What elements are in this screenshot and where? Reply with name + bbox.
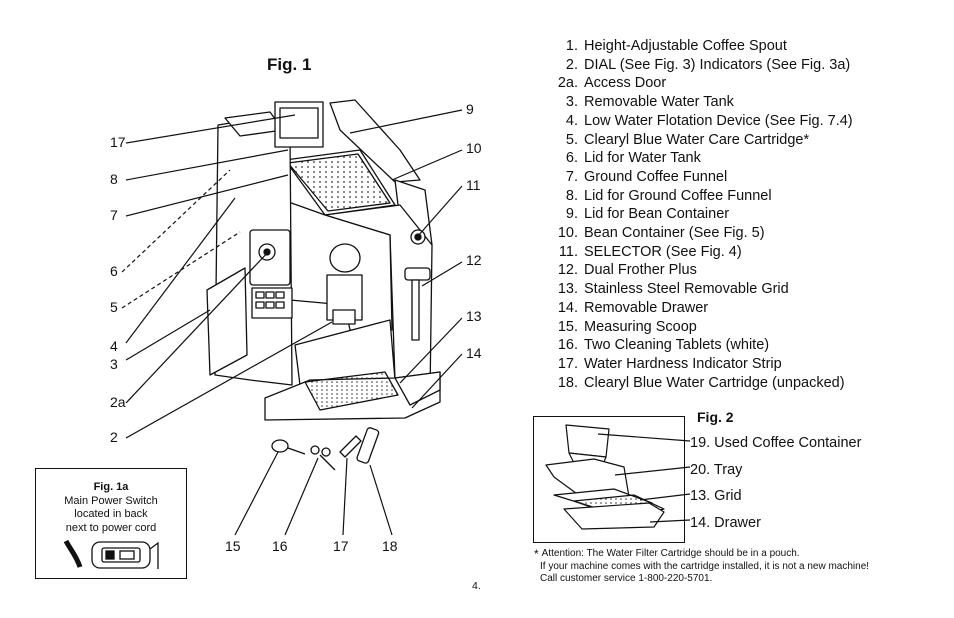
note-line-1: Attention: The Water Filter Cartridge sh…: [541, 548, 800, 559]
callout-15: 15: [225, 538, 241, 554]
callout-16: 16: [272, 538, 288, 554]
list-item: 15.Measuring Scoop: [557, 318, 697, 335]
fig2-item-tray: 20. Tray: [690, 461, 743, 478]
callout-2: 2a: [110, 394, 126, 410]
fig2-item-drawer: 14. Drawer: [690, 514, 761, 531]
attention-note: *Attention: The Water Filter Cartridge s…: [534, 548, 869, 586]
list-item: 11.SELECTOR (See Fig. 4): [558, 243, 742, 260]
callout-4: 5: [110, 299, 118, 315]
list-item: 13.Stainless Steel Removable Grid: [557, 281, 789, 298]
list-item: 18.Clearyl Blue Water Cartridge (unpacke…: [557, 374, 845, 391]
fig1-title: Fig. 1: [267, 55, 312, 74]
list-item: 7.Ground Coffee Funnel: [565, 168, 728, 185]
fig2-box: [533, 416, 685, 543]
power-switch-illustration: [63, 539, 159, 569]
callout-9: 9: [466, 101, 474, 117]
parts-list: 1.Height-Adjustable Coffee Spout 2.DIAL …: [546, 37, 853, 392]
fig2-item-grid: 13. Grid: [690, 488, 742, 504]
callout-17: 17: [333, 538, 349, 554]
fig1a-box: Fig. 1a Main Power Switch located in bac…: [35, 468, 187, 579]
fig1a-line-1: Main Power Switch: [64, 494, 158, 507]
fig1a-caption: Fig. 1a Main Power Switch located in bac…: [36, 481, 186, 535]
list-item: 3.Removable Water Tank: [565, 94, 734, 111]
fig2-title: Fig. 2: [697, 409, 734, 425]
list-item: 12.Dual Frother Plus: [557, 262, 697, 279]
callout-2a: 3: [110, 356, 118, 372]
callout-14: 14: [466, 345, 482, 361]
page-number: 4.: [472, 580, 481, 592]
fig1a-line-2: located in back: [74, 508, 148, 520]
callout-10: 10: [466, 140, 482, 156]
list-item: 10.Bean Container (See Fig. 5): [557, 225, 765, 242]
callout-7: 8: [110, 171, 118, 187]
list-item: 1.Height-Adjustable Coffee Spout: [565, 38, 787, 54]
fig1a-line-3: next to power cord: [65, 521, 157, 534]
list-item: 14.Removable Drawer: [557, 299, 709, 316]
callout-6: 7: [110, 207, 118, 223]
asterisk: *: [534, 547, 539, 561]
callout-12: 12: [466, 252, 482, 268]
callout-1: 2: [110, 429, 118, 445]
callout-8: 17: [110, 134, 126, 150]
fig2-legend: 19. Used Coffee Container 20. Tray 13. G…: [690, 430, 861, 536]
list-item: 5.Clearyl Blue Water Care Cartridge*: [565, 131, 810, 148]
list-item: 2.DIAL (See Fig. 3) Indicators (See Fig.…: [565, 56, 851, 73]
list-item: 9.Lid for Bean Container: [565, 206, 730, 223]
note-line-2: If your machine comes with the cartridge…: [540, 560, 870, 572]
callout-18: 18: [382, 538, 398, 554]
fig2-item-used-coffee-container: 19. Used Coffee Container: [690, 435, 862, 451]
list-item: 16.Two Cleaning Tablets (white): [557, 337, 770, 354]
fig1a-title: Fig. 1a: [93, 481, 129, 493]
callout-3: 4: [110, 338, 118, 354]
callout-13: 13: [466, 308, 482, 324]
list-item: 17.Water Hardness Indicator Strip: [557, 355, 782, 372]
note-line-3: Call customer service 1-800-220-5701.: [540, 573, 713, 584]
list-item: 2a.Access Door: [557, 75, 667, 92]
drawer-assembly-illustration: [545, 424, 665, 530]
list-item: 4.Low Water Flotation Device (See Fig. 7…: [565, 112, 853, 129]
callout-5: 6: [110, 263, 118, 279]
list-item: 6.Lid for Water Tank: [565, 150, 701, 167]
list-item: 8.Lid for Ground Coffee Funnel: [565, 187, 772, 204]
callout-11: 11: [466, 177, 481, 193]
